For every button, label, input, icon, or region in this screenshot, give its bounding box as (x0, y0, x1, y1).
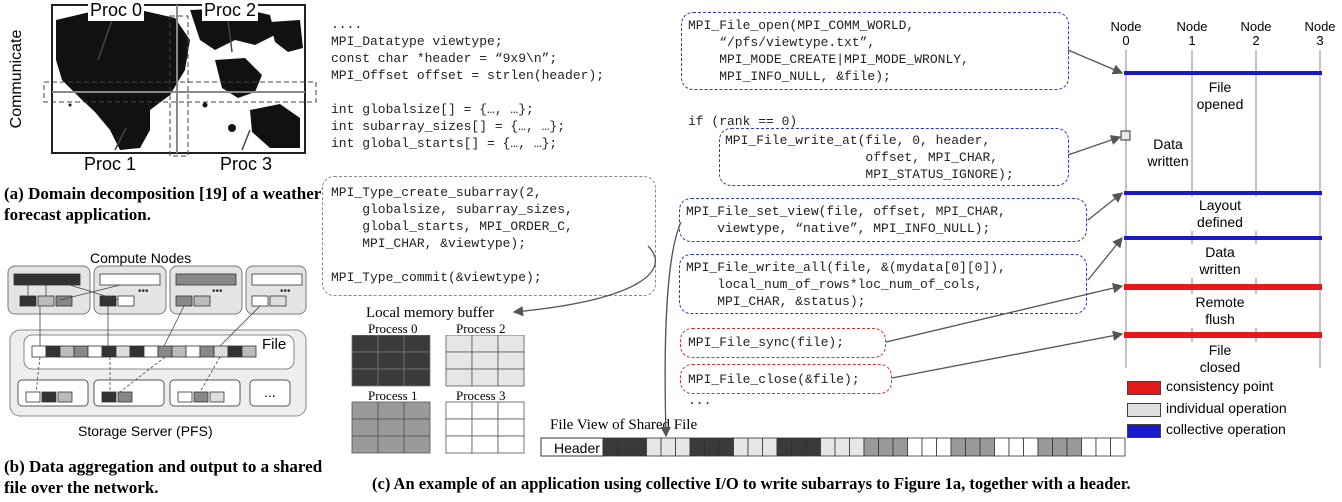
code-if-rank: if (rank == 0) (688, 114, 798, 129)
code-file-open: MPI_File_open(MPI_COMM_WORLD, “/pfs/view… (688, 18, 969, 84)
memory-buffer-title: Local memory buffer (366, 305, 495, 321)
caption-c: (c) An example of an application using c… (372, 474, 1131, 493)
caption-a: (a) Domain decomposition [19] of a weath… (4, 184, 321, 224)
process0-label: Process 0 (368, 321, 418, 336)
memory-cell (497, 368, 525, 387)
caption-b: (b) Data aggregation and output to a sha… (4, 457, 323, 497)
code-declarations: .... MPI_Datatype viewtype; const char *… (331, 17, 605, 151)
set-view-box (679, 198, 1087, 242)
collective-bar-open (1124, 71, 1322, 75)
sync-box (680, 328, 886, 358)
aggregation-figure: ••• ••• ••• (7, 265, 307, 417)
legend-swatch-collective (1127, 424, 1161, 438)
process2-label: Process 2 (456, 321, 506, 336)
compute-nodes-title: Compute Nodes (90, 250, 192, 266)
storage-server-label: Storage Server (PFS) (78, 423, 213, 439)
code-trailing-dots: ... (688, 393, 712, 408)
individual-square-write (1120, 130, 1131, 141)
disk-ellipsis: ... (264, 384, 276, 400)
memory-cell (497, 435, 525, 454)
legend-label-consistency: consistency point (1166, 378, 1274, 394)
file-label: File (262, 336, 287, 353)
proc1-label: Proc 1 (82, 154, 139, 175)
memory-cell (403, 435, 431, 454)
memory-cell (403, 368, 431, 387)
proc2-label: Proc 2 (202, 0, 259, 21)
legend-label-individual: individual operation (1166, 400, 1287, 416)
code-subarray: MPI_Type_create_subarray(2, globalsize, … (331, 185, 573, 285)
process3-label: Process 3 (456, 388, 506, 403)
file-view-header-label: Header (554, 440, 600, 456)
consistency-bar-close (1124, 332, 1322, 338)
svg-text:•••: ••• (212, 286, 223, 297)
collective-bar-writeall (1124, 236, 1322, 240)
memory-grids (351, 335, 525, 454)
proc3-label: Proc 3 (218, 154, 275, 175)
code-sync: MPI_File_sync(file); (688, 335, 845, 350)
code-write-at: MPI_File_write_at(file, 0, header, offse… (725, 133, 1014, 182)
proc0-label: Proc 0 (88, 0, 145, 21)
code-write-all: MPI_File_write_all(file, &(mydata[0][0])… (686, 260, 1006, 309)
svg-text:•••: ••• (138, 286, 149, 297)
code-set-view: MPI_File_set_view(file, offset, MPI_CHAR… (686, 204, 1006, 236)
file-view-strip (540, 437, 1126, 457)
subarray-code-box (322, 176, 656, 296)
legend-swatch-individual (1127, 403, 1161, 417)
file-open-box (681, 12, 1069, 90)
collective-bar-view (1124, 191, 1322, 195)
consistency-bar-sync (1124, 284, 1322, 290)
write-all-box (679, 254, 1087, 314)
close-box (680, 364, 892, 394)
file-view-cell (1110, 437, 1126, 457)
legend-swatch-consistency (1127, 381, 1161, 395)
code-close: MPI_File_close(&file); (688, 372, 860, 387)
write-at-box (719, 128, 1069, 186)
weather-map-figure (43, 4, 317, 157)
svg-text:•••: ••• (280, 286, 291, 297)
file-view-title: File View of Shared File (550, 417, 698, 433)
legend-label-collective: collective operation (1166, 421, 1286, 437)
process1-label: Process 1 (368, 388, 418, 403)
